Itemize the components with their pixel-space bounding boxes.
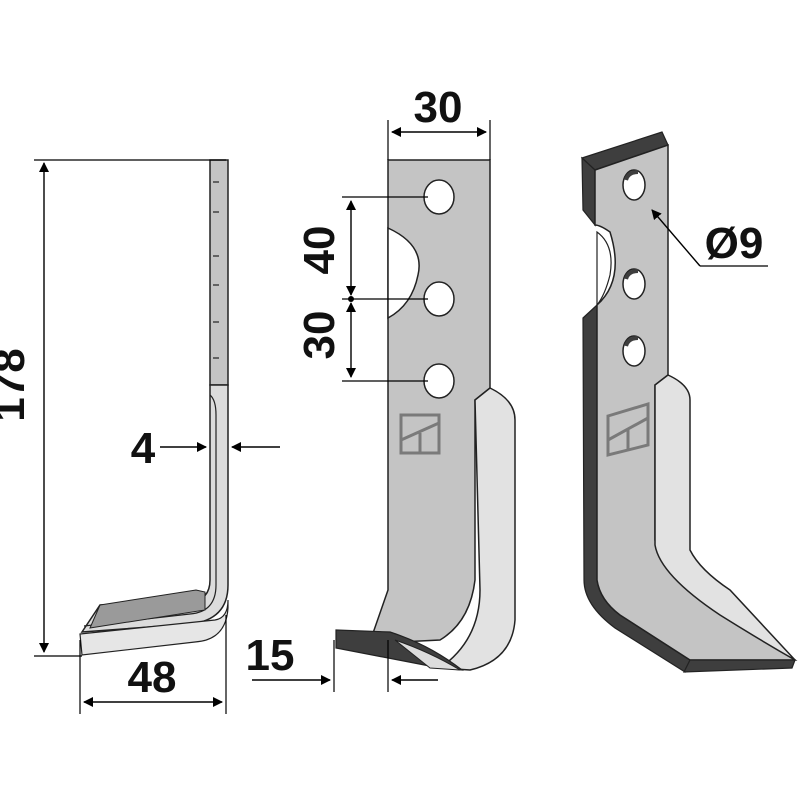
bottom-width-label: 48: [128, 653, 177, 702]
dimension-hole-spacing: 40 30: [295, 196, 428, 382]
hole-spacing-upper-label: 40: [295, 226, 344, 275]
front-view-cutting-edge: [437, 387, 516, 671]
top-width-label: 30: [414, 83, 463, 132]
front-view: [335, 159, 516, 671]
height-label: 178: [0, 348, 34, 421]
perspective-left-edge: [581, 156, 596, 227]
dimension-bottom-width: 48: [79, 615, 227, 714]
side-view-bottom-edge: [89, 589, 206, 629]
perspective-view: [580, 131, 798, 673]
brand-logo-front: [399, 413, 441, 455]
perspective-hole-1: [622, 169, 646, 201]
hole-spacing-lower-label: 30: [295, 311, 344, 360]
perspective-notch: [596, 230, 612, 307]
side-view-bend: [80, 384, 229, 633]
front-view-hole-2: [423, 281, 455, 317]
side-view: [79, 159, 229, 656]
perspective-tip: [683, 659, 796, 673]
dimension-hole-diameter: Ø9: [651, 209, 768, 268]
side-view-hidden-lines: [213, 181, 219, 359]
perspective-cutting-edge: [654, 374, 796, 661]
front-view-hole-1: [423, 179, 455, 215]
perspective-hole-3: [622, 335, 646, 367]
side-view-foot: [79, 599, 229, 656]
dimension-height: 178: [0, 159, 226, 657]
brand-logo-perspective: [606, 401, 650, 457]
thickness-label: 4: [131, 424, 156, 473]
dimension-offset: 15: [246, 631, 438, 692]
dimension-top-width: 30: [387, 83, 491, 160]
front-view-tip-bevel: [394, 639, 461, 671]
perspective-hole-2: [622, 268, 646, 300]
side-view-shank: [209, 159, 229, 386]
front-view-notch: [387, 226, 420, 320]
hole-diameter-label: Ø9: [705, 219, 764, 268]
side-view-inner-face: [83, 394, 217, 627]
dimension-thickness: 4: [131, 424, 280, 473]
offset-label: 15: [246, 631, 295, 680]
front-view-hole-3: [423, 363, 455, 399]
